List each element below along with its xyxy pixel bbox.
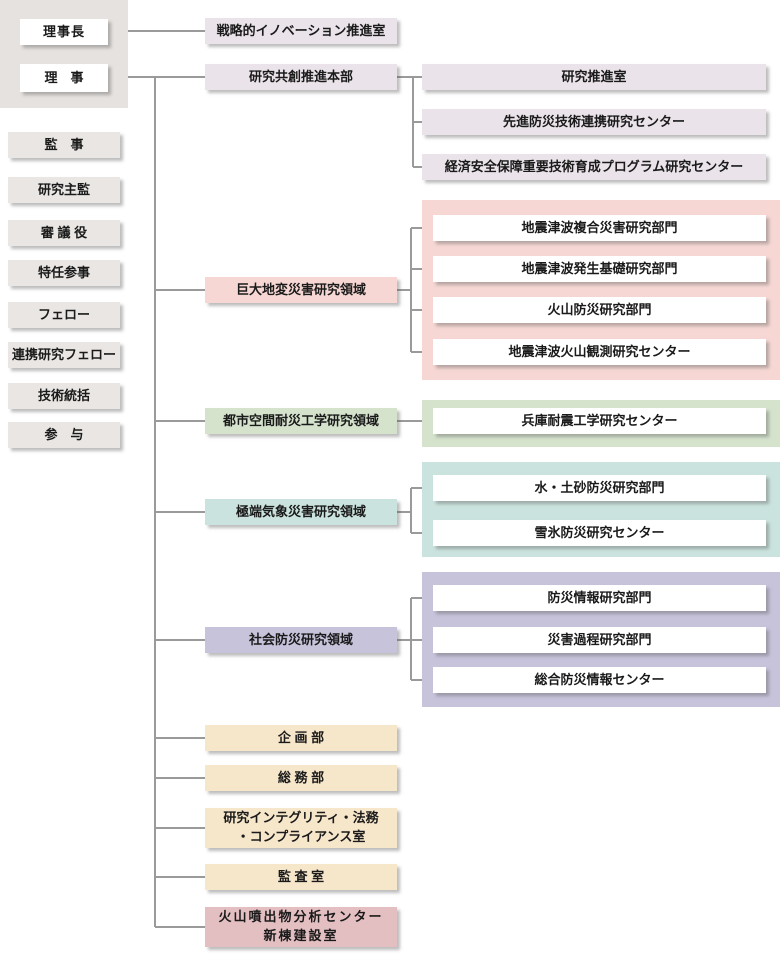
- box-societal-resilience-domain: 社会防災研究領域: [205, 627, 397, 653]
- box-integrated-disaster-info-center: 総合防災情報センター: [433, 667, 766, 693]
- box-snow-ice-center: 雪氷防災研究センター: [433, 520, 766, 546]
- box-technical-coordinator: 技術統括: [8, 383, 120, 409]
- box-research-hq: 研究共創推進本部: [205, 64, 397, 90]
- box-eq-tsunami-volcano-obs-center: 地震津波火山観測研究センター: [433, 339, 766, 365]
- box-advanced-disaster-tech-center: 先進防災技術連携研究センター: [422, 109, 766, 135]
- box-integrity-legal-compliance-office: 研究インテグリティ・法務 ・コンプライアンス室: [205, 808, 397, 848]
- box-eq-tsunami-compound-division: 地震津波複合災害研究部門: [433, 215, 766, 241]
- box-disaster-process-division: 災害過程研究部門: [433, 627, 766, 653]
- box-advisor: 参 与: [8, 422, 120, 448]
- box-general-affairs-department: 総 務 部: [205, 765, 397, 791]
- box-geohazards-domain: 巨大地変災害研究領域: [205, 277, 397, 303]
- box-director: 理 事: [20, 64, 108, 92]
- box-urban-resilience-domain: 都市空間耐災工学研究領域: [205, 408, 397, 434]
- box-fellow: フェロー: [8, 302, 120, 328]
- box-collaborative-research-fellow: 連携研究フェロー: [8, 342, 120, 368]
- box-volcano-division: 火山防災研究部門: [433, 297, 766, 323]
- box-planning-department: 企 画 部: [205, 725, 397, 751]
- box-councillor: 審 議 役: [8, 220, 120, 246]
- box-volcanic-ejecta-center-construction-office: 火山噴出物分析センター 新棟建設室: [205, 907, 397, 947]
- box-research-supervisor: 研究主監: [8, 177, 120, 203]
- box-eq-tsunami-genesis-division: 地震津波発生基礎研究部門: [433, 256, 766, 282]
- box-hyogo-earthquake-center: 兵庫耐震工学研究センター: [433, 408, 766, 434]
- box-research-promotion-office: 研究推進室: [422, 64, 766, 90]
- box-disaster-info-division: 防災情報研究部門: [433, 585, 766, 611]
- box-special-advisor: 特任参事: [8, 260, 120, 286]
- box-president: 理事長: [20, 19, 108, 45]
- box-audit-office: 監 査 室: [205, 864, 397, 890]
- box-strategic-innovation-office: 戦略的イノベーション推進室: [205, 18, 397, 44]
- box-auditor: 監 事: [8, 132, 120, 158]
- box-extreme-weather-domain: 極端気象災害研究領域: [205, 499, 397, 525]
- box-k-program-center: 経済安全保障重要技術育成プログラム研究センター: [422, 154, 766, 180]
- box-water-sediment-division: 水・土砂防災研究部門: [433, 475, 766, 501]
